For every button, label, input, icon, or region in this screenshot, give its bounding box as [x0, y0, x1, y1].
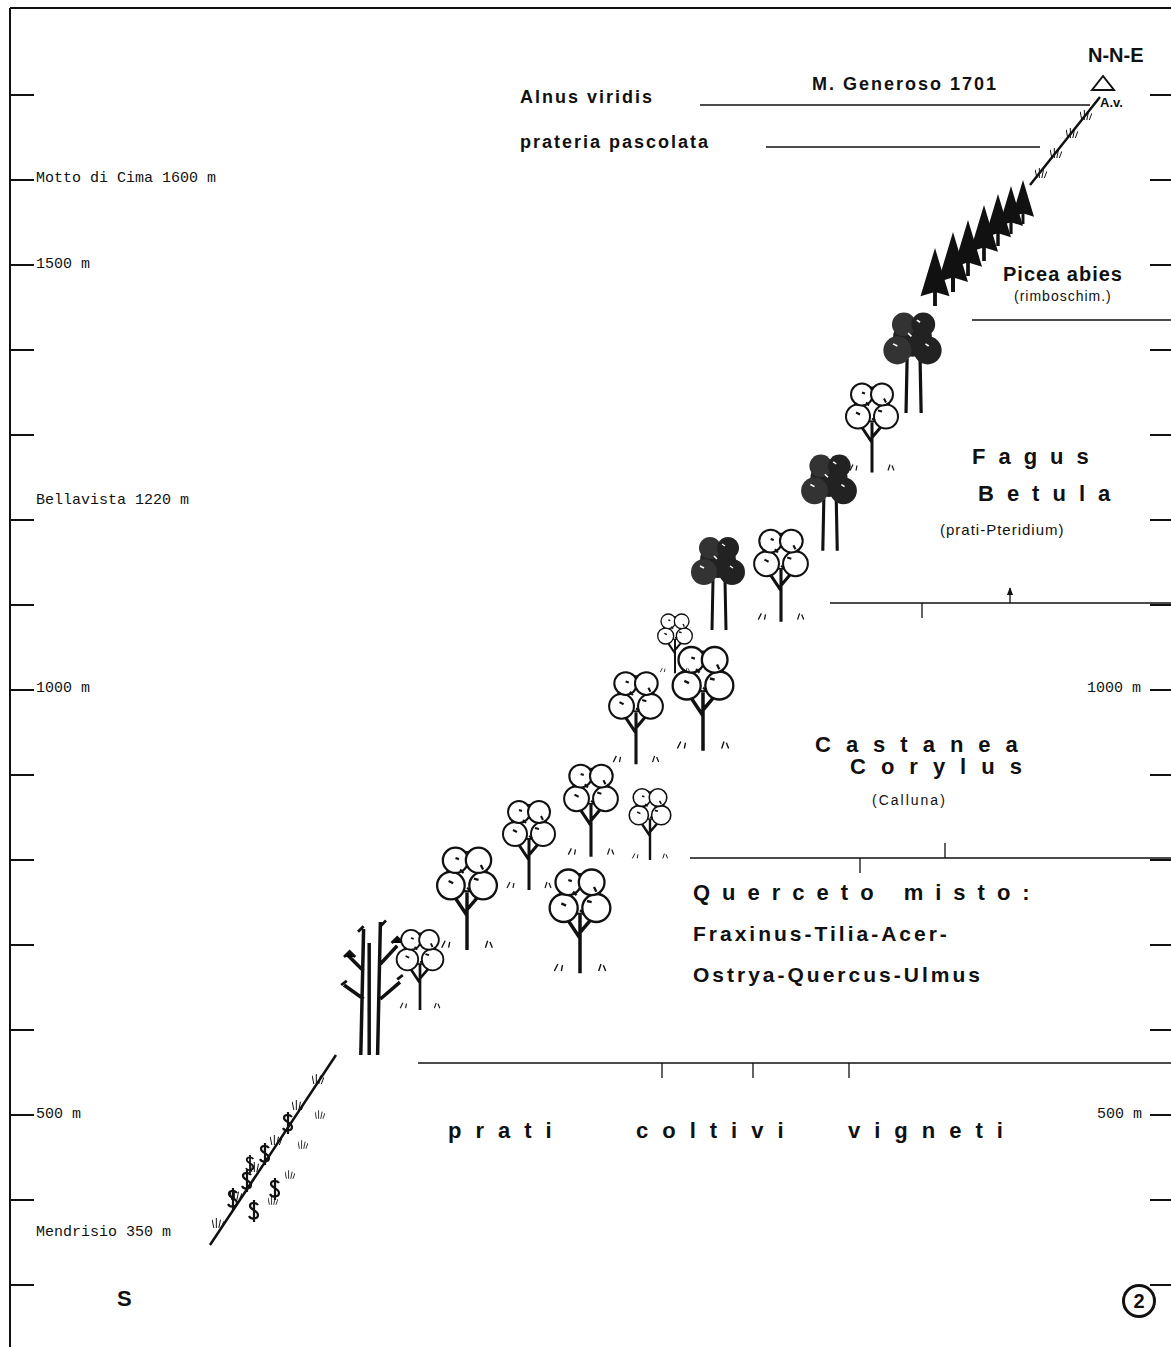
- altitude-label: 500 m: [36, 1106, 81, 1123]
- species-label: Fraxinus-Tilia-Acer-: [693, 922, 950, 946]
- altitude-label: 1000 m: [1087, 680, 1141, 697]
- altitude-label: Motto di Cima 1600 m: [36, 170, 216, 187]
- abbreviation-label: A.v.: [1100, 96, 1123, 111]
- vegetation-label: Alnus viridis: [520, 87, 654, 108]
- altitude-label: Mendrisio 350 m: [36, 1224, 171, 1241]
- zone-label: Corylus: [850, 754, 1037, 779]
- zone-label: Fagus: [972, 444, 1102, 469]
- zone-label: prati: [448, 1118, 566, 1143]
- altitude-label: 500 m: [1097, 1106, 1142, 1123]
- zone-label: Castanea: [815, 732, 1033, 757]
- altitude-label: Bellavista 1220 m: [36, 492, 189, 509]
- altitude-label: 1500 m: [36, 256, 90, 273]
- zone-label: coltivi: [636, 1118, 798, 1143]
- zone-label: Picea abies: [1003, 263, 1123, 286]
- figure-number: 2: [1122, 1284, 1156, 1318]
- peak-label: M. Generoso 1701: [812, 74, 998, 95]
- orientation-label: S: [117, 1286, 132, 1311]
- altitude-label: 1000 m: [36, 680, 90, 697]
- orientation-label: N-N-E: [1088, 44, 1144, 67]
- zone-label: vigneti: [848, 1118, 1017, 1143]
- zone-note: (Calluna): [872, 792, 947, 808]
- zone-note: (rimboschim.): [1014, 288, 1112, 304]
- zone-note: (prati-Pteridium): [940, 521, 1065, 538]
- vegetation-label: prateria pascolata: [520, 132, 710, 153]
- zone-label: Querceto misto:: [693, 880, 1042, 905]
- species-label: Ostrya-Quercus-Ulmus: [693, 963, 983, 987]
- zone-label: Betula: [978, 481, 1123, 506]
